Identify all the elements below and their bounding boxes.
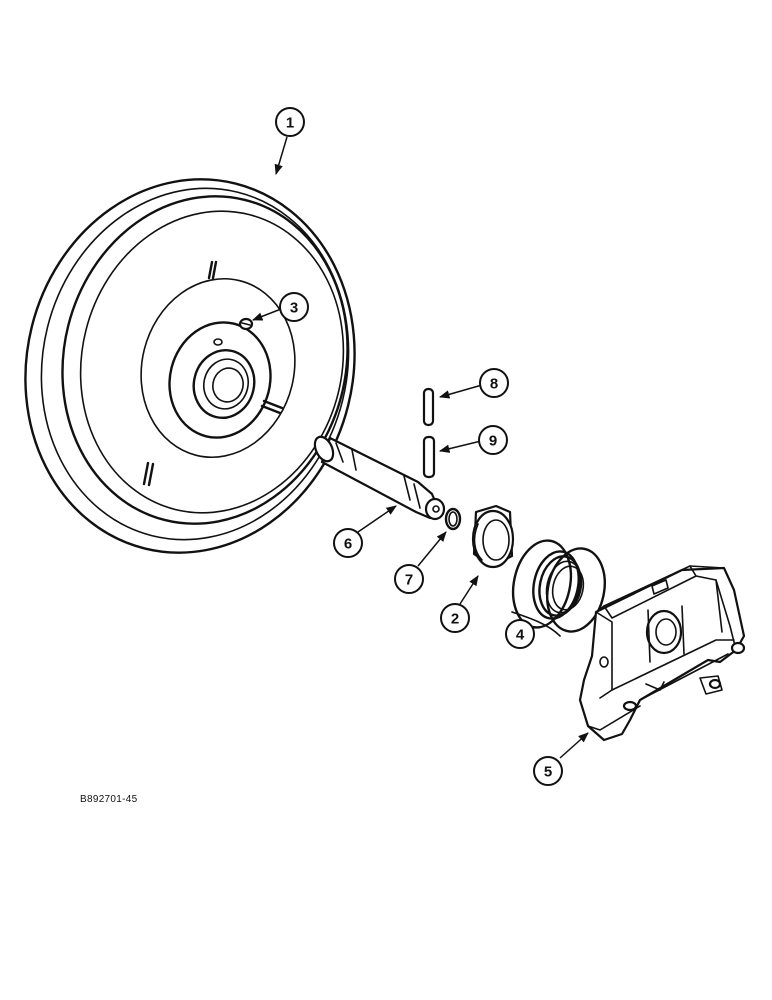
plug — [238, 317, 254, 331]
pin-lower — [422, 435, 436, 479]
callout-9: 9 — [478, 425, 508, 455]
callout-5: 5 — [533, 756, 563, 786]
svg-text:9: 9 — [489, 433, 497, 450]
idler-bracket — [578, 565, 746, 742]
callout-7: 7 — [394, 564, 424, 594]
leader-2 — [459, 575, 479, 605]
o-ring — [444, 507, 462, 531]
bushing — [471, 504, 515, 569]
svg-text:7: 7 — [405, 572, 413, 589]
svg-text:3: 3 — [290, 300, 298, 317]
pin-upper — [422, 387, 435, 427]
figure-code: B892701-45 — [80, 794, 138, 805]
svg-text:2: 2 — [451, 611, 459, 628]
callout-3: 3 — [279, 292, 309, 322]
svg-text:1: 1 — [286, 115, 294, 132]
callout-6: 6 — [333, 528, 363, 558]
leader-6 — [357, 505, 397, 533]
svg-text:8: 8 — [490, 376, 498, 393]
leader-9 — [438, 440, 482, 453]
shaft — [313, 435, 446, 521]
leader-1 — [274, 136, 288, 176]
leader-3 — [252, 308, 282, 321]
callout-4: 4 — [505, 619, 535, 649]
leader-7 — [417, 531, 447, 567]
svg-text:6: 6 — [344, 536, 352, 553]
svg-text:4: 4 — [516, 627, 525, 644]
leader-8 — [438, 384, 483, 399]
callout-2: 2 — [440, 603, 470, 633]
svg-text:5: 5 — [544, 764, 552, 781]
callout-8: 8 — [479, 368, 509, 398]
idler-wheel — [24, 178, 356, 554]
callout-1: 1 — [275, 107, 305, 137]
leader-5 — [559, 732, 589, 759]
